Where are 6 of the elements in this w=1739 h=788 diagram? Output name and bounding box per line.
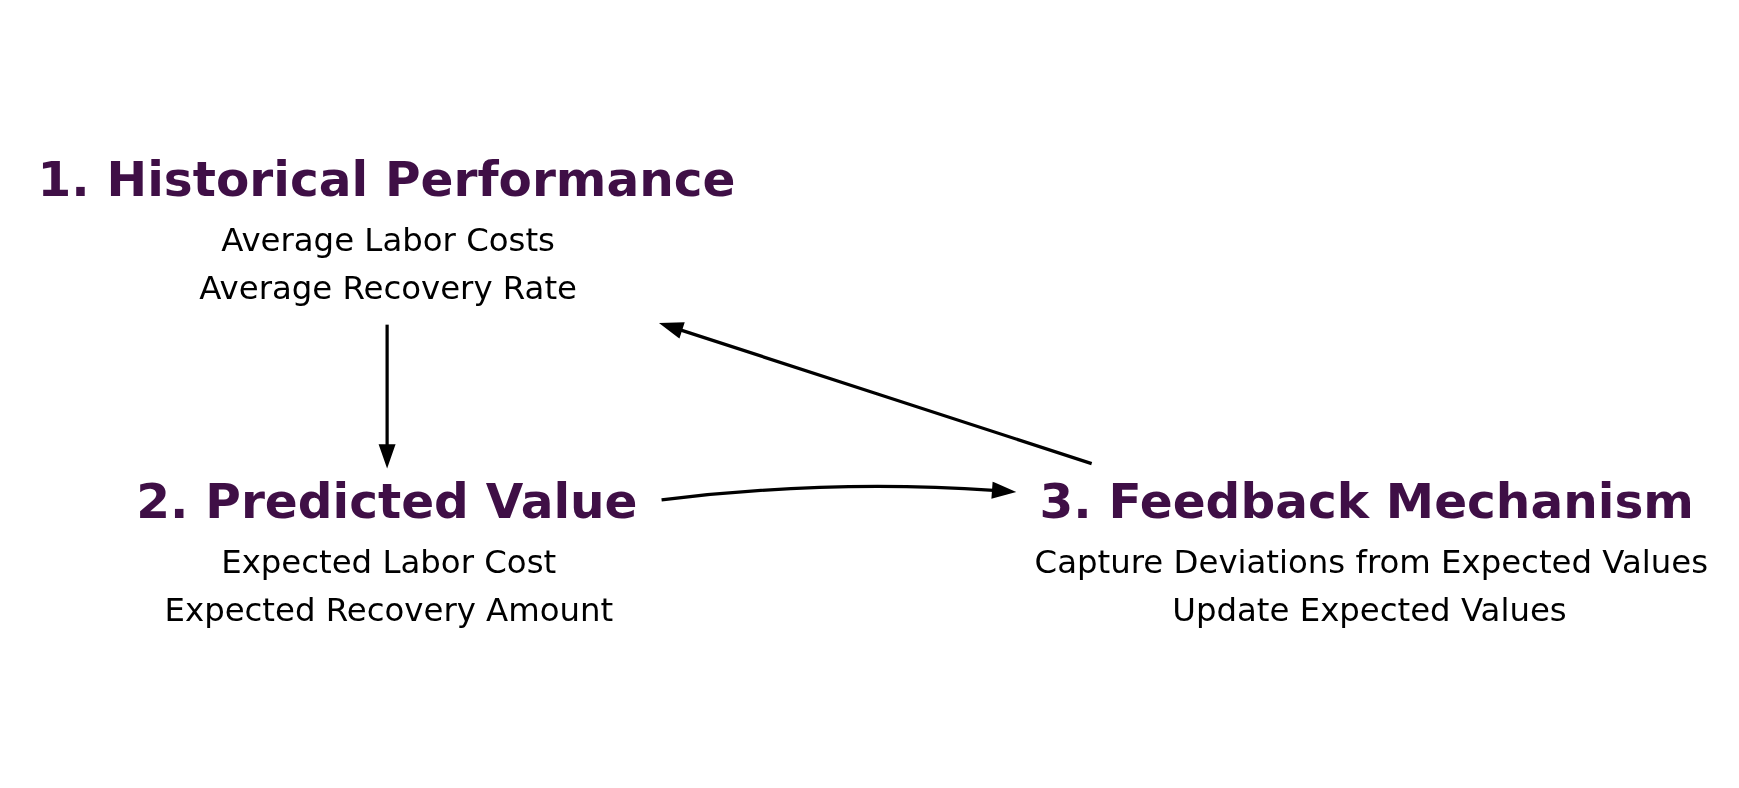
node-text: 3. Feedback Mechanism Capture Deviations from Expected Values Update Expected Values <box>1034 472 1709 630</box>
node-text: 2. Predicted Value Expected Labor Cost Expected Recovery Amount <box>136 472 638 630</box>
node-text: 1. Historical Performance Average Labor Costs Average Recovery Rate <box>37 150 736 308</box>
arrow <box>378 324 396 469</box>
arrow <box>658 322 1093 466</box>
arrow <box>661 481 1017 502</box>
